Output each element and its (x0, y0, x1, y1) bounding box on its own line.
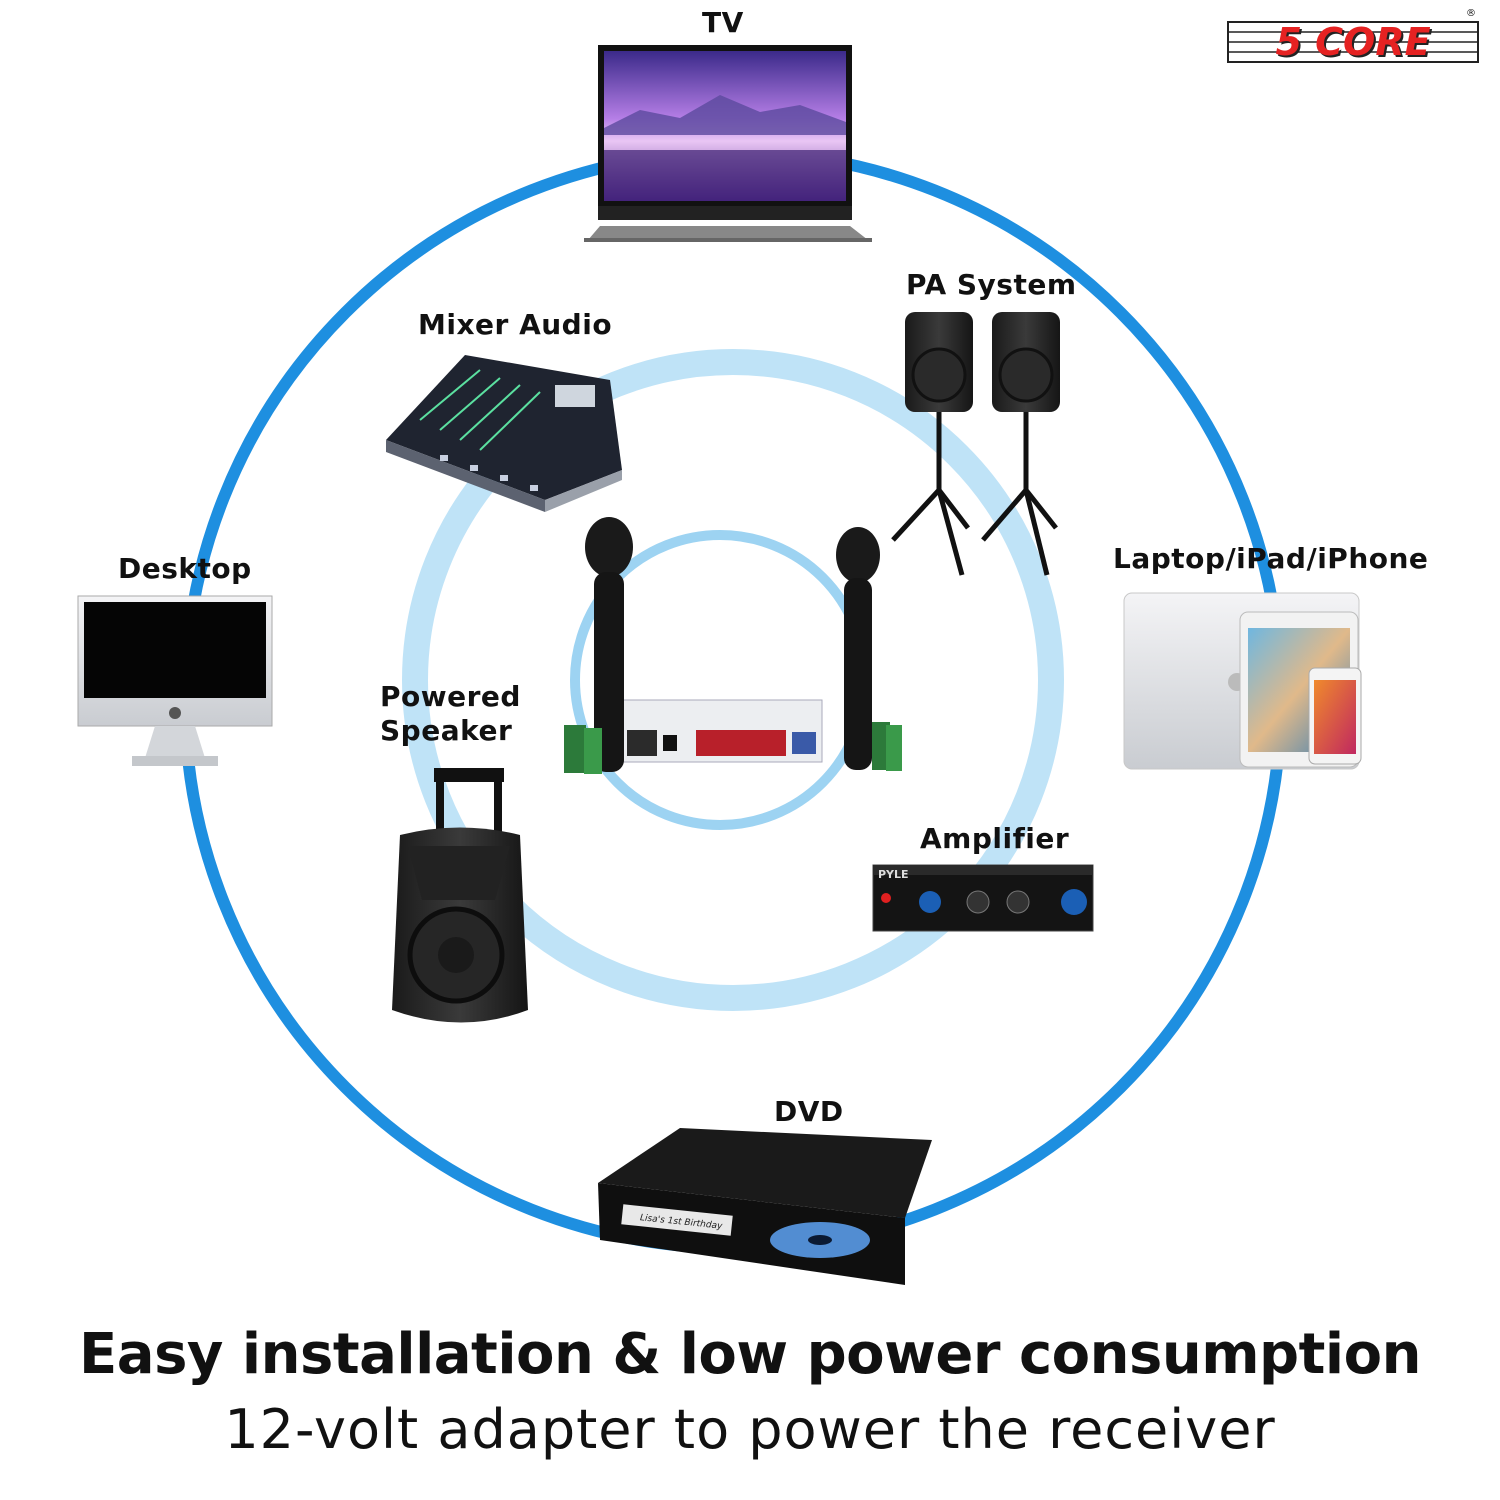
label-amplifier: Amplifier (920, 822, 1070, 855)
label-pa-system: PA System (906, 268, 1077, 301)
mixer-device (386, 355, 622, 512)
brand-logo: 5 CORE (1228, 20, 1478, 64)
label-tv: TV (702, 6, 744, 39)
headline: Easy installation & low power consumptio… (79, 1322, 1421, 1387)
label-powered-line1: Powered (380, 680, 521, 713)
inner-ring (402, 349, 1064, 1011)
label-powered-line2: Speaker (380, 714, 513, 747)
wireless-receiver (621, 699, 823, 763)
batteries (564, 722, 902, 774)
label-powered-speaker: Powered Speaker (380, 680, 521, 748)
microphone-left (585, 517, 633, 772)
pa-speakers (891, 312, 1060, 576)
microphone-right (836, 527, 880, 770)
subline: 12-volt adapter to power the receiver (224, 1398, 1276, 1461)
brand-name: 5 CORE (1275, 20, 1431, 64)
label-dvd: DVD (774, 1095, 844, 1128)
label-laptop-ipad-iphone: Laptop/iPad/iPhone (1113, 542, 1429, 575)
label-mixer-audio: Mixer Audio (418, 308, 613, 341)
powered-speaker (392, 768, 528, 1023)
label-desktop: Desktop (118, 552, 252, 585)
desktop-device (77, 595, 273, 766)
amplifier-device: PYLE (872, 864, 1094, 932)
amp-brand-text: PYLE (878, 868, 909, 881)
laptop-tablet-phone (1123, 592, 1362, 770)
brand-registered-mark: ® (1466, 8, 1477, 19)
dvd-device: Lisa's 1st Birthday (598, 1128, 932, 1285)
brand-logo-graphic (1227, 21, 1479, 63)
tv-device (584, 45, 872, 242)
